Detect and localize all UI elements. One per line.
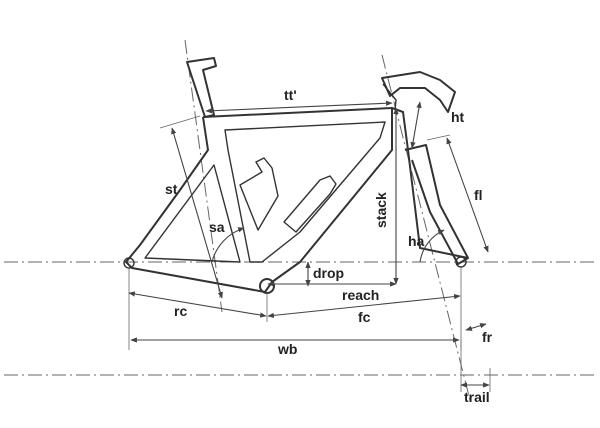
- rc-label: rc: [174, 303, 187, 319]
- stem: [382, 83, 397, 111]
- seatpost: [186, 57, 217, 118]
- stack-label: stack: [373, 192, 389, 228]
- fl-dimension: [446, 137, 489, 253]
- dimension-labels: tt' ht st fl stack sa ha drop reach rc f…: [165, 87, 493, 405]
- st-label: st: [165, 181, 178, 197]
- st-dimension: [171, 127, 223, 299]
- fc-label: fc: [358, 309, 371, 325]
- ha-label: ha: [408, 233, 425, 249]
- fr-dimension: [465, 323, 487, 331]
- fl-label: fl: [474, 187, 483, 203]
- tt-label: tt': [284, 87, 297, 103]
- reach-label: reach: [342, 287, 379, 303]
- ht-dimension: [410, 101, 422, 149]
- fork: [404, 144, 469, 265]
- wb-label: wb: [277, 341, 297, 357]
- fr-label: fr: [482, 329, 493, 345]
- rear-triangle: [144, 164, 241, 263]
- trail-label: trail: [464, 389, 490, 405]
- ht-label: ht: [451, 109, 465, 125]
- main-triangle: [125, 108, 393, 293]
- tt-dimension: [205, 100, 393, 114]
- handlebar: [381, 71, 456, 113]
- dimension-lines: [128, 100, 491, 392]
- seat-tube-bottle: [239, 157, 279, 231]
- front-dropout: [455, 256, 467, 268]
- sa-angle-arc: [211, 227, 245, 263]
- bottom-bracket: [259, 278, 275, 294]
- sa-label: sa: [209, 219, 225, 235]
- rc-dimension: [128, 291, 267, 318]
- down-tube-bottle: [283, 175, 337, 233]
- ha-angle-arc: [419, 229, 445, 263]
- fc-dimension: [267, 293, 461, 319]
- inner-triangle: [224, 121, 386, 263]
- drop-label: drop: [313, 265, 344, 281]
